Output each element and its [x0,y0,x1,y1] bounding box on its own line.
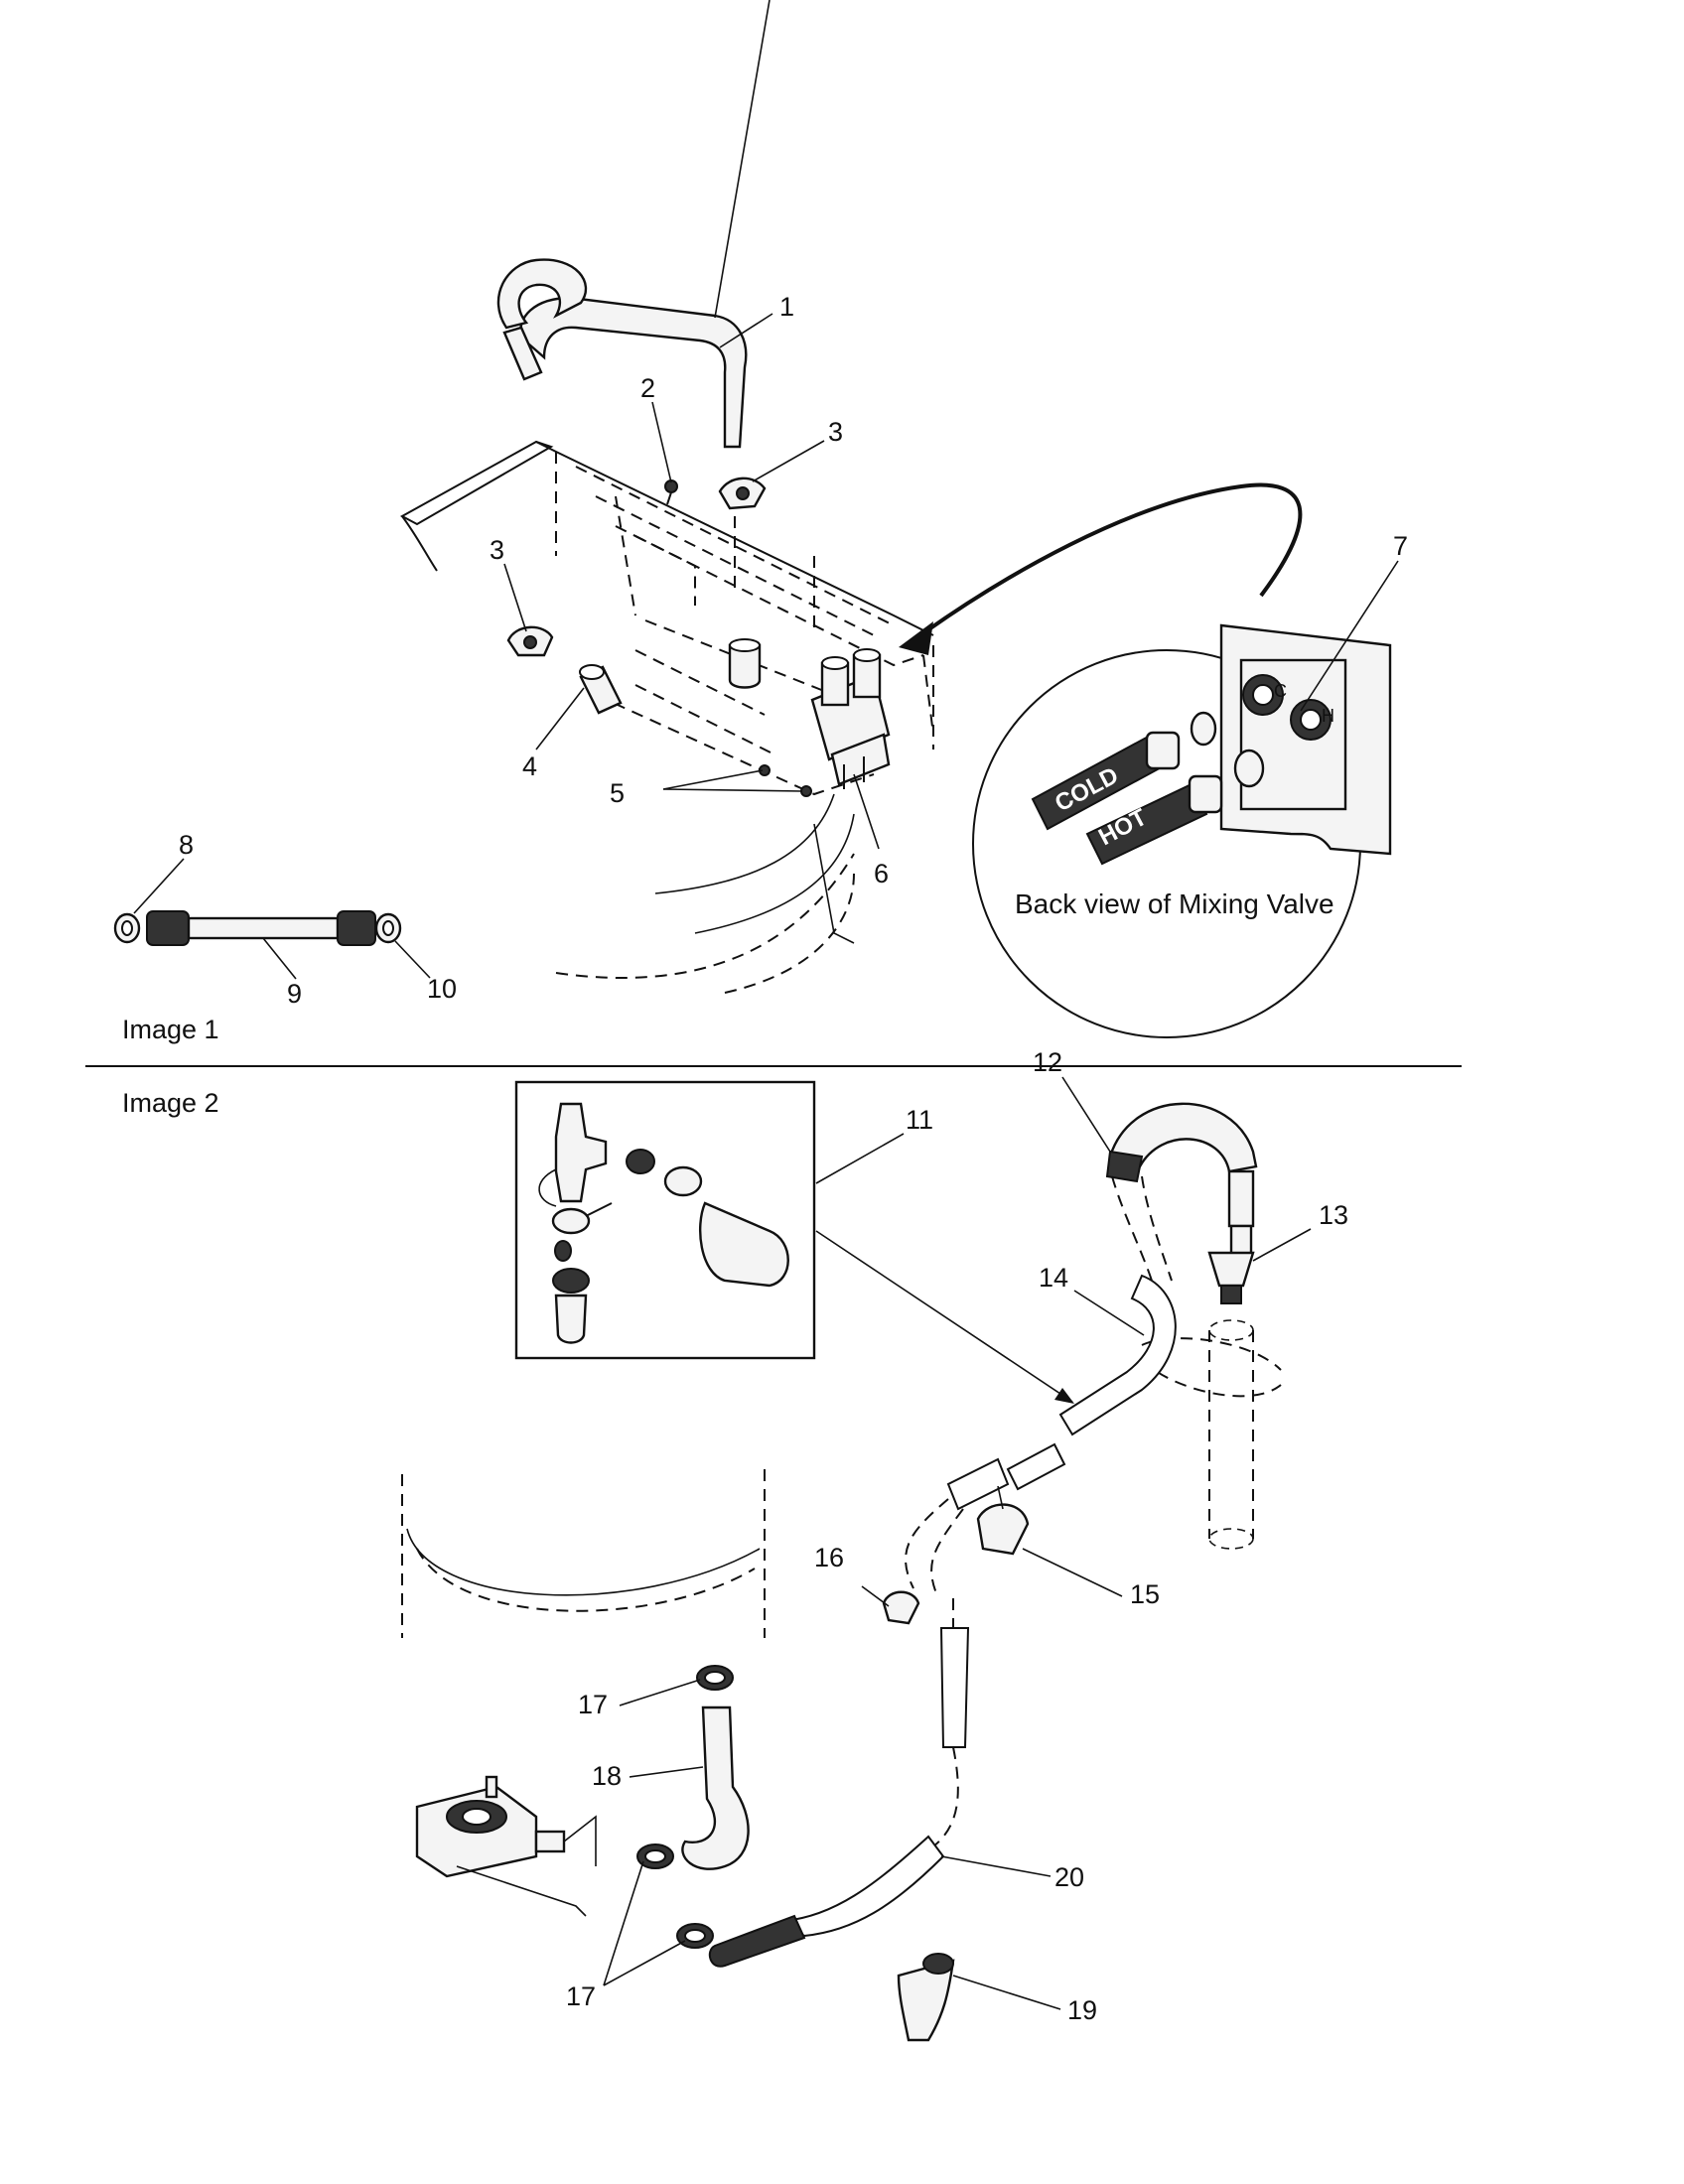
hose-coupling-right [337,910,376,946]
inset-pointer-arrow [899,482,1303,655]
image2-leader-lines [603,1076,1312,2010]
callout-3-left: 3 [490,535,504,565]
inset-caption: Back view of Mixing Valve [1015,888,1334,919]
hose-coupling-left [146,910,190,946]
callout-9: 9 [287,979,302,1009]
part11-leader-line [815,1133,905,1184]
fill-hose-part9 [187,916,340,940]
image1-group: COLD HOT C H Back view of Mixing Valve [113,0,1408,1044]
drain-kit-box-part11 [514,1080,816,1360]
port-label-h: H [1322,706,1334,726]
image1-caption: Image 1 [122,1015,219,1044]
callout-2: 2 [640,373,655,403]
callout-10: 10 [427,974,457,1004]
hose-clamps-part17 [636,1665,734,1949]
image2-group: Image 2 [122,1047,1348,2042]
tie-strap-part14 [1141,1337,1282,1398]
callout-14: 14 [1039,1263,1068,1293]
port-label-c: C [1274,681,1287,701]
callout-15: 15 [1130,1579,1160,1609]
clip-part3-top [718,477,767,510]
hose-clip-part15 [976,1485,1030,1556]
hose-elbow-part12 [1105,1102,1258,1282]
callout-4: 4 [522,751,537,781]
screw-part2 [664,479,678,505]
bracket-part19 [897,1953,955,2042]
valve-tube [728,638,762,689]
cabinet-frame [399,440,934,994]
strainer-part13 [1207,1251,1255,1304]
pump-hose-part18 [681,1706,750,1870]
drain-pump [415,1775,597,1917]
callout-17-bottom: 17 [566,1981,596,2011]
drain-hose-corrugated [708,1274,1177,1968]
mixing-valve-inset: COLD HOT C H Back view of Mixing Valve [972,623,1392,1038]
callout-19: 19 [1067,1995,1097,2025]
callout-13: 13 [1319,1200,1348,1230]
clip-part3-left [506,625,554,657]
tub-outline [401,1469,766,1638]
callout-7: 7 [1393,531,1408,561]
fitting-part4 [579,664,623,715]
inlet-hose-assembly [113,910,402,946]
clip-part16 [882,1590,920,1625]
callout-5: 5 [610,778,625,808]
callout-8: 8 [179,830,194,860]
standpipe [1208,1319,1254,1550]
callout-6: 6 [874,859,889,888]
part11-pointer [815,1230,1073,1403]
mixing-valve-part6 [810,648,891,789]
callout-18: 18 [592,1761,622,1791]
callout-11: 11 [906,1105,933,1135]
callout-17-top: 17 [578,1690,608,1719]
callout-12: 12 [1033,1047,1062,1077]
callout-20: 20 [1054,1862,1084,1892]
fill-hose-part1 [496,258,748,449]
callout-16: 16 [814,1543,844,1572]
image2-caption: Image 2 [122,1088,219,1118]
callout-1: 1 [779,292,794,322]
screws-part5 [759,764,812,797]
callout-3-top: 3 [828,417,843,447]
image1-leader-lines [133,0,1399,980]
